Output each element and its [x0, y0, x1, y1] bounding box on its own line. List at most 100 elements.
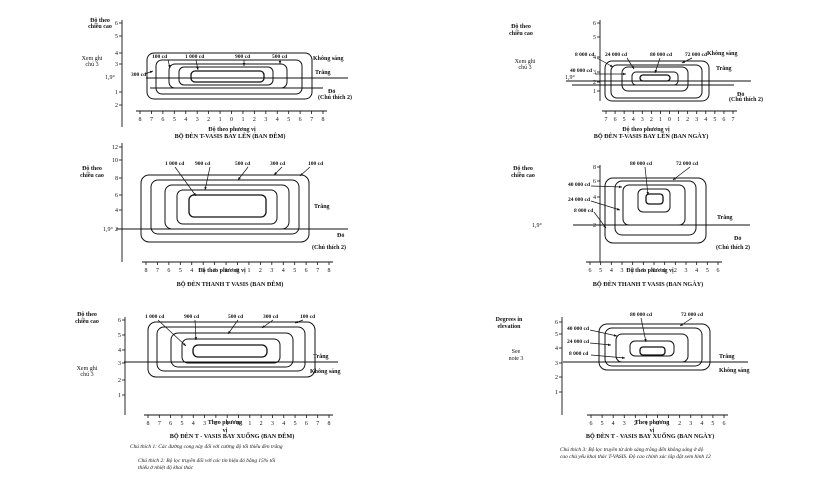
- isocandela-contour: [181, 338, 281, 364]
- zone-label: Đỏ: [328, 89, 335, 95]
- x-tick-label: 6: [305, 268, 308, 274]
- x-tick-label: 4: [282, 268, 285, 274]
- side-note-label: chú 3: [85, 62, 98, 68]
- x-tick-label: 3: [695, 117, 698, 123]
- arrow-head: [238, 176, 241, 180]
- y-axis-label: chiều cao: [80, 172, 104, 179]
- intensity-arrow: [654, 57, 661, 74]
- y-tick-label: 2: [593, 80, 596, 86]
- x-tick-label: 6: [717, 268, 720, 274]
- x-axis-label: Độ theo phương vị: [626, 268, 674, 274]
- x-tick-label: 1: [248, 421, 251, 427]
- isocandela-contour: [614, 180, 697, 236]
- intensity-arrow: [626, 57, 635, 70]
- intensity-arrow: [261, 319, 274, 329]
- panel-title: BỘ ĐÈN THANH T VASIS (BAN ĐÊM): [177, 280, 284, 288]
- isocandela-contour: [164, 184, 290, 230]
- x-tick-label: 5: [179, 268, 182, 274]
- intensity-label: 40 000 cd: [567, 326, 589, 332]
- isocandela-contour: [178, 66, 274, 86]
- note-2-line-1: Chú thích 2: Bộ lọc truyền đối với các t…: [138, 458, 276, 464]
- intensity-label: 1 000 cd: [145, 314, 164, 320]
- isocandela-contour: [150, 179, 300, 235]
- intensity-arrow: [195, 59, 199, 71]
- y-axis-label: Độ theo: [511, 24, 531, 30]
- isocandela-contour: [604, 177, 707, 244]
- x-tick-label: 2: [253, 117, 256, 123]
- x-tick-label: 4: [192, 421, 195, 427]
- note-3: Chú thích 3: Bộ lọc truyền từ ánh sáng t…: [560, 447, 711, 461]
- arrow-head: [619, 185, 622, 189]
- arrow-head: [193, 192, 196, 196]
- x-tick-label: 7: [605, 117, 608, 123]
- intensity-label: 500 cd: [228, 314, 243, 320]
- y-tick-label: 8: [593, 165, 596, 171]
- intensity-label: 24 000 cd: [567, 339, 589, 345]
- x-tick-label: 5: [293, 268, 296, 274]
- arrow-shaft: [590, 354, 626, 359]
- x-axis-label: Độ theo phương vị: [198, 268, 246, 274]
- x-tick-label: 2: [213, 268, 216, 274]
- arrow-head: [680, 323, 684, 326]
- zone-label: Không sáng: [313, 56, 344, 62]
- x-tick-label: 5: [173, 117, 176, 123]
- x-axis-label: Độ theo phương vị: [208, 127, 256, 133]
- isocandela-contour: [155, 59, 303, 95]
- arrow-head: [607, 343, 611, 346]
- x-tick-label: 3: [202, 268, 205, 274]
- zone-label: Đỏ: [337, 233, 344, 239]
- x-axis-label: vị: [223, 428, 228, 434]
- x-tick-label: 3: [271, 421, 274, 427]
- intensity-label: 72 000 cd: [685, 52, 707, 58]
- x-tick-label: 2: [686, 117, 689, 123]
- x-tick-label: 4: [632, 117, 635, 123]
- x-tick-label: 0: [230, 117, 233, 123]
- intensity-label: 100 cd: [300, 314, 315, 320]
- isocandela-contour: [146, 52, 313, 100]
- y-tick-label: 1: [118, 393, 121, 399]
- x-tick-label: 7: [310, 117, 313, 123]
- intensity-label: 300 cd: [131, 72, 146, 78]
- intensity-arrow: [167, 59, 171, 69]
- x-tick-label: 6: [589, 268, 592, 274]
- y-tick-label: 2: [115, 227, 118, 233]
- x-tick-label: 5: [599, 268, 602, 274]
- y-axis-label: Độ theo: [513, 166, 533, 172]
- x-tick-label: 4: [610, 268, 613, 274]
- x-tick-label: 1: [642, 268, 645, 274]
- isocandela-contour: [637, 188, 671, 213]
- y-tick-label: 6: [593, 179, 596, 185]
- x-tick-label: 3: [689, 421, 692, 427]
- x-tick-label: 5: [180, 421, 183, 427]
- note-1: Chú thích 1: Các đường cong này đối với …: [130, 444, 283, 451]
- isocandela-contour: [645, 193, 664, 205]
- intensity-arrow: [299, 166, 311, 177]
- arrow-head: [646, 191, 649, 195]
- x-tick-label: 3: [203, 421, 206, 427]
- intensity-label: 900 cd: [235, 54, 250, 60]
- y-axis-label: chiều cao: [88, 23, 112, 30]
- x-tick-label: 8: [145, 268, 148, 274]
- intensity-arrow: [278, 60, 282, 64]
- angle-label: 1,9°: [103, 226, 114, 233]
- intensity-arrow: [590, 200, 621, 211]
- intensity-label: 8 000 cd: [574, 208, 593, 214]
- x-tick-label: 1: [226, 421, 229, 427]
- x-tick-label: 4: [184, 117, 187, 123]
- y-tick-label: 2: [555, 375, 558, 381]
- panel-title: BỘ ĐÈN T-VASIS BAY LÊN (BAN NGÀY): [594, 132, 709, 140]
- panel-title: BỘ ĐÈN T-VASIS BAY LÊN (BAN ĐÊM): [175, 132, 286, 140]
- x-tick-label: 4: [282, 421, 285, 427]
- isocandela-contour: [610, 64, 703, 99]
- arrow-head: [603, 224, 606, 228]
- x-tick-label: 5: [623, 117, 626, 123]
- intensity-label: 72 000 cd: [676, 161, 698, 167]
- x-tick-label: 1: [645, 421, 648, 427]
- y-tick-label: 3: [115, 62, 118, 68]
- intensity-label: 80 000 cd: [630, 161, 652, 167]
- x-tick-label: 6: [167, 268, 170, 274]
- arrow-head: [609, 64, 613, 67]
- side-note-label: Xem ghi: [515, 59, 536, 65]
- arrow-shaft: [157, 319, 187, 347]
